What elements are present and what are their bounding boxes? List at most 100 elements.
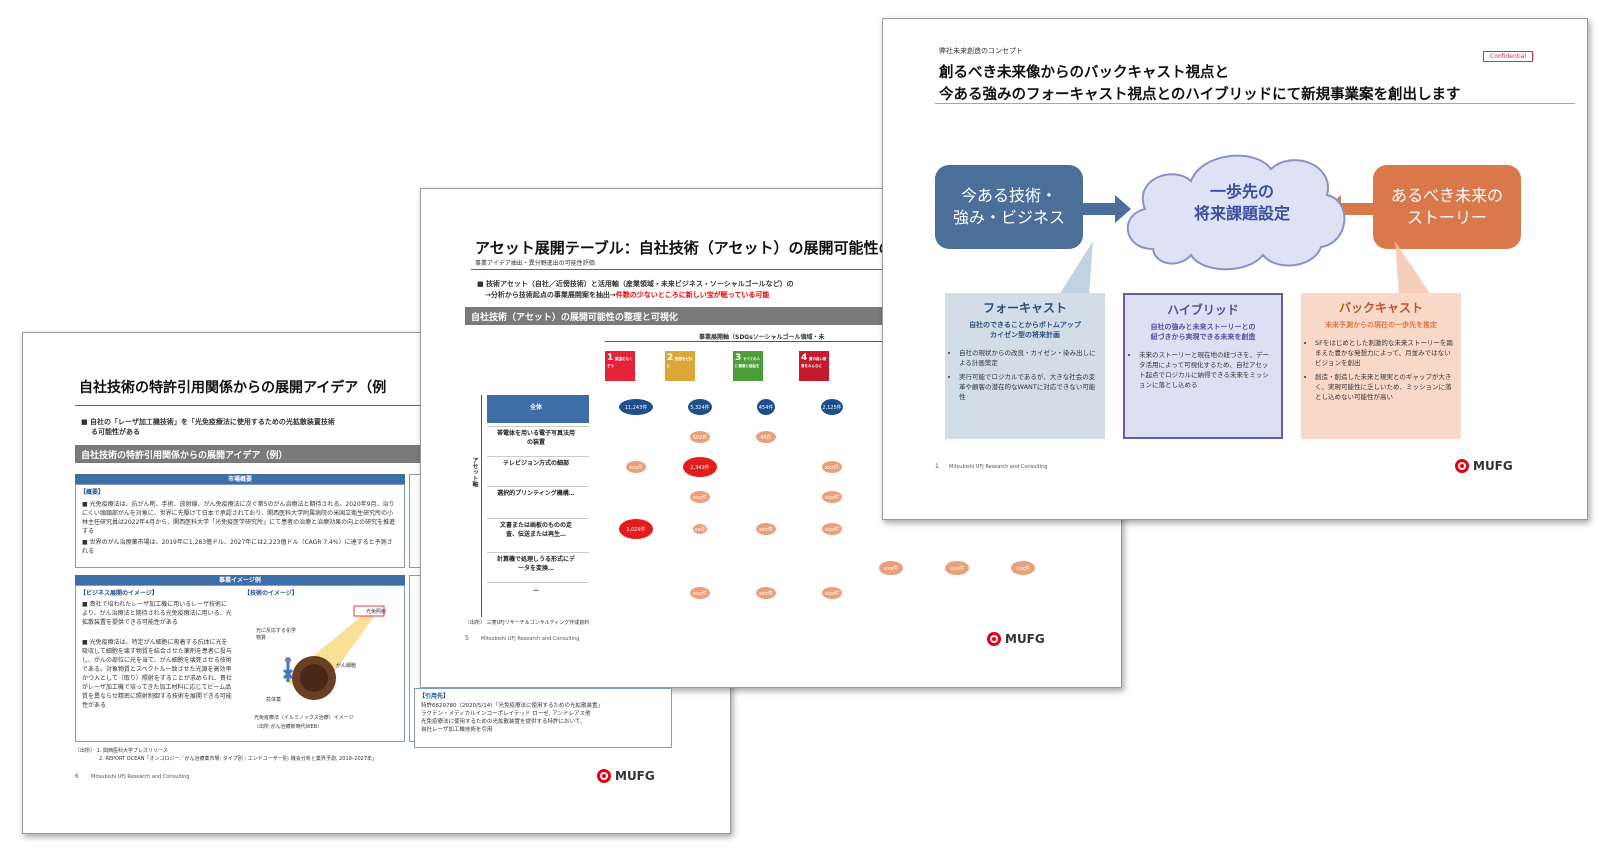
tech-label-1: 光に反応する化学物質 [256, 628, 297, 641]
vertical-label: アセット軸 [471, 457, 478, 487]
table-row-label: 全体 [529, 404, 542, 411]
ref-label: 【引用先】 [419, 693, 450, 700]
slide1-title: 自社技術の特許引用関係からの展開アイデア（例 [79, 380, 387, 396]
count-bubble: 502件 [690, 431, 710, 443]
mufg-logo-icon [597, 769, 611, 783]
count-bubble: xxx件 [690, 587, 710, 599]
slide2-bullet-1: ■ 技術アセット（自社／近傍技術）と活用軸（産業領域・未来ビジネス・ソーシャルゴ… [477, 280, 794, 288]
sdg-goal-4-icon: 4 質の高い教育をみんなに [799, 351, 829, 381]
concept-bullet: 未来のストーリーと現在地の紐づきを、データ活用によって可視化するため、自社アセッ… [1139, 350, 1273, 390]
count-bubble: 11,243件 [619, 399, 653, 415]
count-bubble: xxx件 [879, 561, 903, 575]
count-bubble: xx件 [693, 524, 707, 534]
table-row-label: … [533, 586, 539, 593]
slide3-company: Mitsubishi UFJ Research and Consulting [949, 464, 1048, 470]
concept-bullet: 実行可能でロジカルであるが、大きな社会の変革や顧客の潜在的なWANTに対応できな… [959, 372, 1097, 402]
count-bubble: 45件 [756, 431, 776, 443]
slide1-bullet: ■ 自社の「レーザ加工機技術」を「光免疫療法に使用するための光拡散装置技術 [81, 418, 335, 426]
slide2-bullet-2: →分析から技術起点の事業展開案を抽出→件数の少ないところに新しい宝が眠っている可… [485, 291, 770, 299]
slide1-source-2: 2. REPORT OCEAN「オンコロジー／がん治療薬市場: タイプ別・エンド… [99, 756, 378, 762]
slide-concept: 弊社未来創造のコンセプト Confidential 創るべき未来像からのバックキ… [882, 18, 1588, 520]
count-bubble: 2,125件 [821, 399, 843, 415]
concept-bullet: 創造・創造した未来と現実とのギャップが大きく、実現可能性に乏しいため、ミッション… [1315, 372, 1453, 402]
slide1-source-1: （出所） 1. 関西医科大学プレスリリース [75, 748, 168, 754]
concept-heading: フォーキャスト [982, 301, 1067, 315]
count-bubble: 1,024件 [619, 519, 653, 539]
table-row-label: 選択的プリンティング機構… [497, 490, 575, 497]
table-row-label: テレビジョン方式の細部 [502, 460, 569, 467]
ref-2: ラクテン・メディカルインコーポレイテッド ローゼ, アンドレアス他 [421, 711, 591, 717]
tech-label-3: 抗体薬 [266, 697, 282, 703]
ref-3: 光免疫療法に使用するための光拡散装置を提供する特許において、 [421, 719, 586, 725]
table-row-label: 帯電体を用いる電子写真法用の装置 [496, 430, 575, 446]
count-bubble: xxx件 [822, 491, 842, 503]
count-bubble: xxx件 [945, 561, 969, 575]
count-bubble: xxx件 [822, 523, 842, 535]
tech-caption-1: 光免疫療法（イルミノックス治療）イメージ [254, 715, 354, 721]
slide1-bullet-cont: る可能性がある [91, 428, 140, 436]
mufg-logo-icon [1455, 459, 1469, 473]
future-issue-cloud: 一歩先の 将来課題設定 [1193, 182, 1290, 223]
summary-label: 【概要】 [80, 489, 105, 496]
slide3-title-1: 創るべき未来像からのバックキャスト視点と [939, 65, 1229, 81]
slide2-source: （出所） 三菱UFJリサーチ＆コンサルティング作成資料 [465, 620, 590, 626]
concept-diagram [1059, 154, 1431, 295]
concept-subheading: 自社の強みと未来ストーリーとの 紐づきから実現できる未来を創造 [1150, 323, 1256, 341]
slide1-company: Mitsubishi UFJ Research and Consulting [91, 774, 190, 780]
biz-label: 【ビジネス展開のイメージ】 [80, 590, 158, 597]
summary-text-2: ■ 世界のがん治療薬市場は、2019年に1,283億ドル、2027年には2,22… [82, 539, 393, 555]
count-bubble: xxx件 [690, 491, 710, 503]
slide1-logo: MUFG [597, 769, 655, 783]
slide2-company: Mitsubishi UFJ Research and Consulting [481, 636, 580, 642]
count-bubble: xxx件 [756, 587, 776, 599]
confidential-badge: Confidential [1483, 51, 1534, 62]
slide3-page: 1 [935, 463, 939, 470]
tech-light: 光免照射 [366, 609, 387, 615]
business-image-panel: 【ビジネス展開のイメージ】 【技術のイメージ】 ■ 貴社で培われたレーザ加工機に… [75, 585, 405, 742]
biz-text-1: ■ 貴社で培われたレーザ加工機に用いるレーザ技術により、がん治療法と期待される光… [82, 601, 232, 626]
tech-label: 【技術のイメージ】 [244, 590, 298, 597]
market-header: 市場概要 [75, 474, 405, 484]
count-bubble: xxx件 [756, 523, 776, 535]
count-bubble: 2,343件 [683, 457, 717, 477]
count-bubble: xxx件 [1011, 561, 1035, 575]
summary-text-1: ■ 光免疫療法は、抗がん剤、手術、放射線、がん免疫療法に次ぐ第5のがん治療法と期… [82, 501, 396, 535]
slide2-logo: MUFG [987, 632, 1045, 646]
slide1-page: 6 [75, 773, 79, 780]
cancer-cell-illustration [282, 605, 385, 700]
concept-bullet: SFをはじめとした刺激的な未来ストーリーを踏まえた豊かな発想力によって、月並みで… [1315, 338, 1453, 368]
sdg-goal-2-icon: 2 飢餓をゼロに [665, 351, 695, 381]
concept-subheading: 未来予測からの現在の一歩先を推定 [1325, 321, 1437, 329]
count-bubble: xxx件 [822, 461, 842, 473]
count-bubble: 5,324件 [688, 399, 712, 415]
table-row-label: 文書または画板のものの走査、伝送または再生… [499, 522, 572, 538]
concept-subheading: 自社のできることからボトムアップ カイゼン型の将来計画 [969, 321, 1081, 339]
image-header: 事業イメージ例 [75, 575, 405, 585]
current-strengths-box: 今ある技術・ 強み・ビジネス [935, 165, 1083, 249]
slide3-logo: MUFG [1455, 459, 1513, 473]
axis-label: 事業展開軸（SDGsソーシャルゴール領域・未 [699, 334, 825, 341]
concept-heading: ハイブリッド [1167, 303, 1239, 317]
sdg-goal-3-icon: 3 すべての人に健康と福祉を [733, 351, 763, 381]
concept-heading: バックキャスト [1338, 301, 1423, 315]
slide2-page: 5 [465, 635, 469, 642]
reference-box: 【引用先】 特許6829780（2020/5/14）「光免疫療法に使用するための… [414, 688, 672, 748]
biz-text-2: ■ 光免疫療法は、特定がん細胞に吸着する抗体に光を吸収して細胞を壊す物質を結合さ… [82, 639, 232, 709]
market-panel: 【概要】 ■ 光免疫療法は、抗がん剤、手術、放射線、がん免疫療法に次ぐ第5のがん… [75, 484, 405, 568]
slide2-subtitle: 事業アイデア抽出・異分野進出の可能性評価 [475, 260, 595, 267]
count-bubble: xxx件 [626, 461, 646, 473]
count-bubble: xxx件 [822, 587, 842, 599]
slide3-title-2: 今ある強みのフォーキャスト視点とのハイブリッドにて新規事業案を創出します [939, 87, 1461, 103]
mufg-logo-icon [987, 632, 1001, 646]
slide3-kicker: 弊社未来創造のコンセプト [939, 47, 1023, 55]
concept-bullet: 自社の現状からの改良・カイゼン・染み出しによる計画策定 [959, 348, 1097, 368]
slide2-title: アセット展開テーブル：自社技術（アセット）の展開可能性の [475, 239, 894, 257]
future-story-box: あるべき未来の ストーリー [1373, 165, 1521, 249]
sdg-goal-1-icon: 1 貧困をなくそう [605, 351, 635, 381]
ref-4: 自社レーザ加工機技術を引用 [421, 727, 493, 733]
tech-caption-2: （出所 がん治療新時代WEB） [254, 724, 323, 730]
tech-label-2: がん細胞 [336, 663, 357, 669]
